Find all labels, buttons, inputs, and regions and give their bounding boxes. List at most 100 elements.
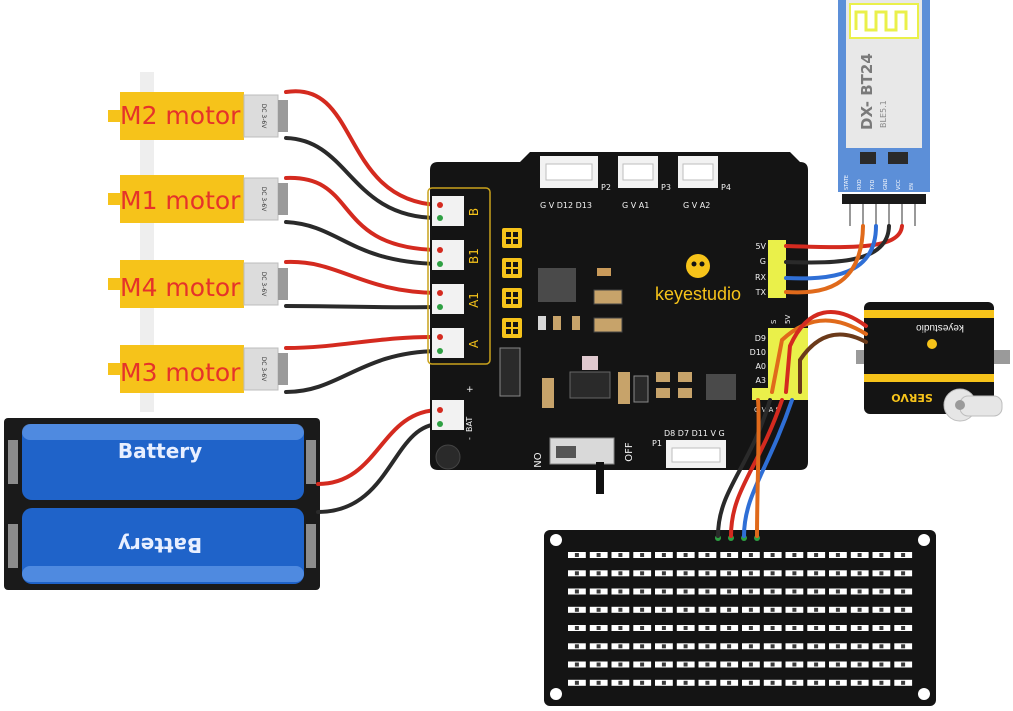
motor-gearbox xyxy=(120,260,244,308)
driver-chip xyxy=(538,268,576,302)
motor-spec: DC 3-6V xyxy=(260,187,267,213)
bt-pin-label: RX xyxy=(755,273,767,282)
matrix-led-chip xyxy=(879,680,884,685)
header-p2-pins: G V D12 D13 xyxy=(540,201,592,210)
pin-green xyxy=(437,304,443,310)
battery-cell-bottom-highlight xyxy=(22,566,304,582)
matrix-led-chip xyxy=(683,589,688,594)
jumper-3 xyxy=(502,288,522,308)
matrix-led-chip xyxy=(661,626,666,630)
matrix-led-chip xyxy=(705,644,710,649)
bat-plus-label: + xyxy=(466,385,474,395)
hole xyxy=(513,269,518,274)
matrix-led-chip xyxy=(683,607,688,612)
motor-label: M3 motor xyxy=(120,358,241,387)
motor-endcap xyxy=(278,268,288,300)
wire-m4-black xyxy=(284,304,440,310)
matrix-led-chip xyxy=(770,644,775,649)
hole xyxy=(513,232,518,237)
jumper-holes xyxy=(506,232,518,334)
matrix-led-chip xyxy=(661,680,666,685)
pin-green xyxy=(437,215,443,221)
wire-matrix-vcc xyxy=(729,398,784,538)
pin-red xyxy=(437,247,443,253)
battery-holder: Battery Battery xyxy=(4,418,320,590)
header-body xyxy=(768,240,786,298)
matrix-led-chip xyxy=(596,644,601,649)
header-slot xyxy=(622,163,654,181)
motor-shaft xyxy=(108,110,122,122)
matrix-led-chip xyxy=(618,589,623,594)
mounting-rod xyxy=(140,72,154,412)
matrix-led-chip xyxy=(814,607,819,612)
hole xyxy=(506,262,511,267)
wire-m2-black xyxy=(284,136,440,220)
servo-stripe-bottom xyxy=(864,374,994,382)
port-label: B1 xyxy=(467,248,481,264)
connector-body xyxy=(432,284,464,314)
header-bottom-row xyxy=(752,388,808,400)
power-jack xyxy=(435,444,461,470)
jumper-1 xyxy=(502,228,522,248)
component xyxy=(633,375,649,403)
header-p4-pins: G V A2 xyxy=(683,201,710,210)
switch-knob[interactable] xyxy=(556,446,576,458)
power-switch[interactable]: NO OFF xyxy=(533,437,635,494)
servo-horn-arm xyxy=(959,395,1003,417)
wire-m2-red xyxy=(284,89,440,207)
matrix-led-chip xyxy=(792,607,797,612)
capacitor xyxy=(542,378,554,408)
motor-m2: DC 3-6V M2 motor xyxy=(108,92,288,140)
bt-header: 5V G RX TX xyxy=(755,240,786,298)
matrix-led-chip xyxy=(814,589,819,594)
battery-cell-bottom xyxy=(22,508,304,584)
switch-on-label: NO xyxy=(533,452,544,467)
motor-spec: DC 3-6V xyxy=(260,272,267,298)
wire-m3-red xyxy=(284,334,440,350)
servo-wires xyxy=(770,310,868,394)
shield-board: B B1 A1 A + BAT - xyxy=(427,152,808,494)
matrix-led-chip xyxy=(792,571,797,576)
matrix-led-chip xyxy=(879,589,884,594)
switch-lever xyxy=(596,462,604,494)
matrix-led-chip xyxy=(879,553,884,557)
board-brand: keyestudio xyxy=(655,284,741,304)
battery-port: + BAT - xyxy=(432,385,474,440)
connector-body xyxy=(432,400,464,430)
ic-chip xyxy=(706,374,736,400)
matrix-led-chip xyxy=(901,571,906,576)
matrix-led-chip xyxy=(574,571,579,576)
bt-wires xyxy=(784,224,904,295)
matrix-led-chip xyxy=(814,571,819,576)
matrix-led-chip xyxy=(640,589,645,594)
matrix-led-chip xyxy=(857,607,862,612)
hole xyxy=(506,232,511,237)
motor-gearbox xyxy=(120,345,244,393)
matrix-led-chip xyxy=(814,553,819,557)
motor-m1: DC 3-6V M1 motor xyxy=(108,175,288,223)
matrix-led-grid xyxy=(568,552,913,686)
bee-eye xyxy=(691,261,697,267)
matrix-led-chip xyxy=(814,626,819,630)
pin-green xyxy=(437,348,443,354)
matrix-led-chip xyxy=(835,644,840,649)
matrix-led-chip xyxy=(792,644,797,649)
matrix-led-chip xyxy=(640,553,645,557)
matrix-led-chip xyxy=(574,589,579,594)
matrix-led-chip xyxy=(748,553,753,557)
matrix-led-chip xyxy=(596,589,601,594)
matrix-led-chip xyxy=(596,662,601,667)
port-label: B xyxy=(467,208,481,216)
battery-label-bottom: Battery xyxy=(118,533,202,557)
matrix-led-chip xyxy=(683,680,688,685)
matrix-led-chip xyxy=(814,680,819,685)
servo-brand: keyestudio xyxy=(916,322,964,333)
smd-resistor xyxy=(656,372,670,382)
board-pcb xyxy=(430,152,808,470)
connector-body xyxy=(432,196,464,226)
smd-resistor xyxy=(656,388,670,398)
servo-stripe-top xyxy=(864,310,994,318)
matrix-wires xyxy=(716,398,794,538)
bt-model: DX- BT24 xyxy=(858,53,876,130)
matrix-led-chip xyxy=(574,680,579,685)
